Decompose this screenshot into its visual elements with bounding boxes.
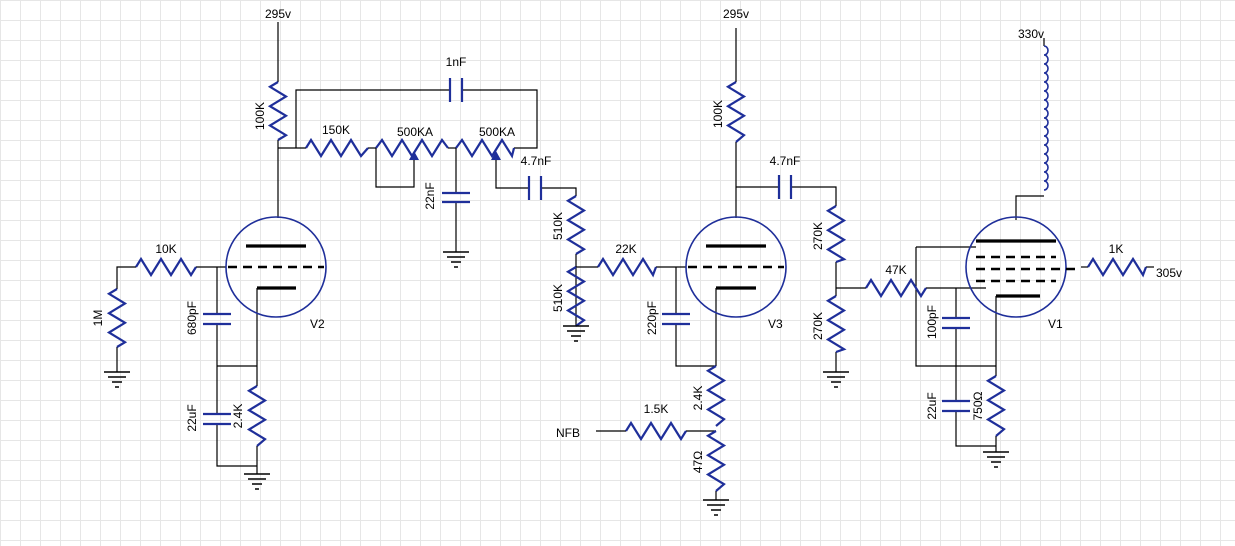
label-22k: 22K [615,242,636,256]
label-22uf-v1: 22uF [925,392,939,419]
label-1nf: 1nF [446,55,467,69]
resistor-47ohm [705,430,727,492]
label-100k-v2: 100K [253,102,267,130]
label-2k4-v3: 2.4K [691,386,705,411]
label-4n7-1: 4.7nF [521,154,552,168]
ground-1m [104,371,130,388]
capacitor-22uf-v2 [203,412,231,426]
supply-label-v2: 295v [265,7,291,21]
resistor-510k-2 [565,266,587,327]
capacitor-4n7-2 [777,175,793,199]
capacitor-22uf-v1 [942,399,970,413]
label-1m: 1M [91,310,105,327]
resistor-22k [597,256,658,278]
label-510k-1: 510K [551,212,565,240]
label-100k-v3: 100K [711,100,725,128]
resistor-100k-v2 [267,81,289,141]
capacitor-100pf [942,316,970,330]
resistor-270k-1 [825,205,847,264]
resistor-510k-1 [565,195,587,255]
label-4n7-2: 4.7nF [770,154,801,168]
label-1k: 1K [1109,242,1124,256]
resistor-1m [106,288,128,348]
capacitor-680pf [203,312,231,326]
supply-label-v1-screen: 305v [1156,266,1182,280]
ground-v1-cathode [983,451,1009,468]
label-270k-1: 270K [811,222,825,250]
resistor-10k [135,256,197,278]
wiper-arrow-1 [409,151,419,160]
pot-500ka-1 [375,137,449,159]
capacitor-220pf [662,312,690,326]
pot-wipers [409,151,501,160]
ground-v3-cathode [703,499,729,516]
wires [116,22,1154,500]
resistor-2k4-v2 [246,385,268,447]
ground-v2-cathode [244,473,270,490]
label-750ohm: 750Ω [971,391,985,420]
label-10k: 10K [155,242,176,256]
label-47ohm: 47Ω [691,451,705,473]
label-510k-2: 510K [551,284,565,312]
nfb-label: NFB [556,426,580,440]
label-2k4-v2: 2.4K [231,404,245,429]
pot-500ka-2 [455,137,516,159]
label-500ka-2: 500KA [479,125,515,139]
label-47k: 47K [885,263,906,277]
tube-v2 [225,216,327,318]
label-1k5: 1.5K [644,402,669,416]
label-220pf: 220pF [645,301,659,335]
resistor-47k [865,277,927,299]
label-22nf: 22nF [423,182,437,209]
resistor-1k5 [625,420,687,442]
label-680pf: 680pF [185,301,199,335]
resistor-150k [305,137,369,159]
label-100pf: 100pF [925,305,939,339]
label-270k-2: 270K [811,312,825,340]
resistor-270k-2 [825,295,847,354]
capacitor-4n7-1 [527,176,543,200]
label-150k: 150K [322,123,350,137]
wiper-arrow-2 [491,151,501,160]
tube-label-v3: V3 [768,317,783,331]
resistor-100k-v3 [725,81,747,143]
ground-510k [563,325,589,342]
capacitor-1nf [448,78,464,102]
output-transformer-winding [1043,45,1049,191]
resistor-2k4-v3 [705,365,727,427]
capacitors [203,78,970,426]
resistors [106,81,1148,492]
tube-label-v2: V2 [310,317,325,331]
resistor-1k [1087,256,1148,278]
tube-label-v1: V1 [1048,317,1063,331]
label-500ka-1: 500KA [397,125,433,139]
tube-v3 [685,216,787,318]
ground-270k [823,371,849,388]
label-22uf-v2: 22uF [185,404,199,431]
tube-v1 [965,216,1081,318]
capacitor-22nf [442,191,470,204]
supply-label-v3: 295v [723,7,749,21]
ground-22nf [443,251,469,268]
resistor-750ohm [985,375,1007,437]
supply-label-v1-plate: 330v [1018,27,1044,41]
